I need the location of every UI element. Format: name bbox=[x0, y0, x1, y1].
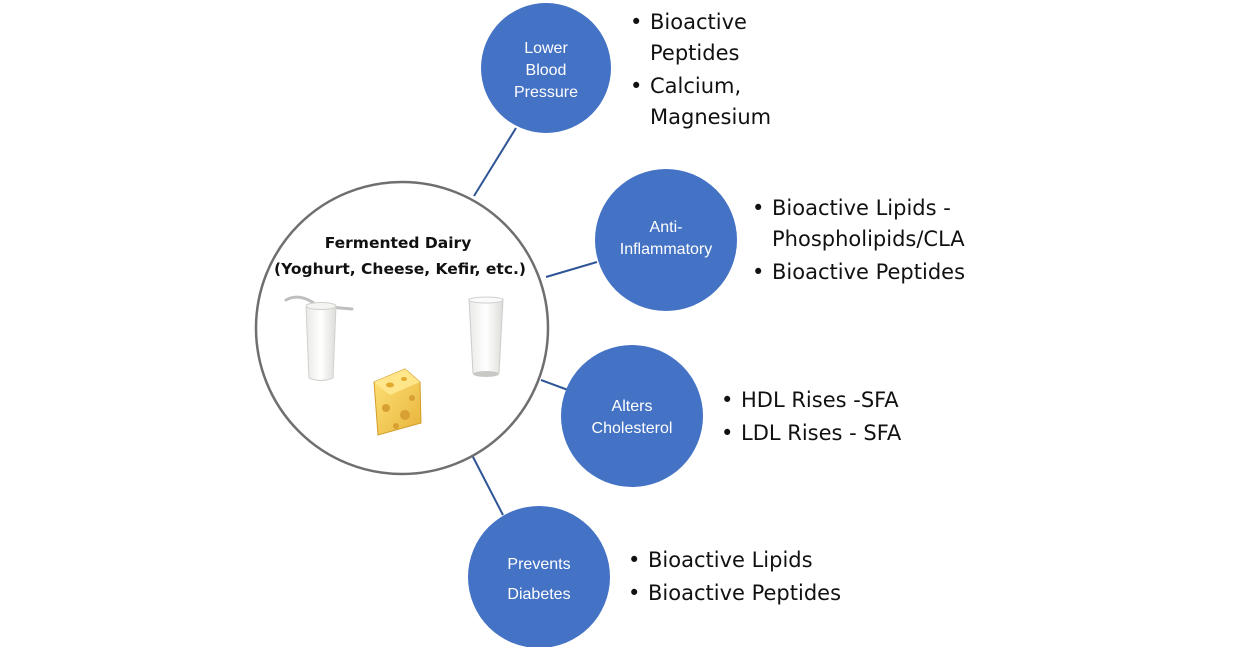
list-item: • Bioactive Lipids - Phospholipids/CLA bbox=[752, 193, 992, 255]
bullet-symbol: • bbox=[721, 388, 734, 412]
node-anti-inflammatory bbox=[595, 169, 737, 311]
bullet-text: Bioactive Peptides bbox=[650, 10, 747, 65]
bullet-list-cholesterol: • HDL Rises -SFA • LDL Rises - SFA bbox=[721, 385, 961, 451]
list-item: • Bioactive Peptides bbox=[752, 257, 992, 288]
bullet-symbol: • bbox=[630, 74, 643, 98]
bullet-text: LDL Rises - SFA bbox=[741, 421, 902, 445]
connector-anti-inflammatory bbox=[545, 261, 598, 278]
bullet-list-anti-inflammatory: • Bioactive Lipids - Phospholipids/CLA •… bbox=[752, 193, 992, 290]
node-label-blood-pressure-1: Lower bbox=[524, 40, 568, 57]
node-label-cholesterol-2: Cholesterol bbox=[592, 420, 673, 437]
bullet-list-blood-pressure: • Bioactive Peptides • Calcium, Magnesiu… bbox=[630, 7, 800, 135]
bullet-list-diabetes: • Bioactive Lipids • Bioactive Peptides bbox=[628, 545, 888, 611]
list-item: • Bioactive Peptides bbox=[630, 7, 800, 69]
bullet-text: Bioactive Peptides bbox=[648, 581, 842, 605]
center-node-fermented-dairy bbox=[254, 180, 550, 476]
bullet-text: HDL Rises -SFA bbox=[741, 388, 899, 412]
bullet-text: Calcium, Magnesium bbox=[650, 74, 772, 129]
list-item: • Calcium, Magnesium bbox=[630, 71, 800, 133]
connector-blood-pressure bbox=[473, 127, 517, 197]
list-item: • HDL Rises -SFA bbox=[721, 385, 961, 416]
node-lower-blood-pressure bbox=[481, 3, 611, 133]
bullet-symbol: • bbox=[752, 196, 765, 220]
bullet-symbol: • bbox=[752, 260, 765, 284]
list-item: • LDL Rises - SFA bbox=[721, 418, 961, 449]
list-item: • Bioactive Lipids bbox=[628, 545, 888, 576]
bullet-text: Bioactive Peptides bbox=[772, 260, 966, 284]
center-title-line2: (Yoghurt, Cheese, Kefir, etc.) bbox=[274, 260, 526, 278]
bullet-symbol: • bbox=[628, 548, 641, 572]
node-label-anti-inflammatory-2: Inflammatory bbox=[620, 241, 712, 258]
node-label-blood-pressure-3: Pressure bbox=[514, 84, 578, 101]
bullet-symbol: • bbox=[630, 10, 643, 34]
node-label-cholesterol-1: Alters bbox=[612, 398, 653, 415]
node-label-diabetes-1: Prevents bbox=[507, 556, 570, 573]
bullet-symbol: • bbox=[628, 581, 641, 605]
bullet-text: Bioactive Lipids bbox=[648, 548, 813, 572]
connector-cholesterol bbox=[540, 379, 569, 391]
node-alters-cholesterol bbox=[561, 345, 703, 487]
node-label-blood-pressure-2: Blood bbox=[526, 62, 567, 79]
node-label-diabetes-2: Diabetes bbox=[507, 586, 570, 603]
bullet-symbol: • bbox=[721, 421, 734, 445]
connector-diabetes bbox=[471, 454, 504, 516]
node-label-anti-inflammatory-1: Anti- bbox=[650, 219, 683, 236]
node-prevents-diabetes bbox=[468, 506, 610, 647]
list-item: • Bioactive Peptides bbox=[628, 578, 888, 609]
bullet-text: Bioactive Lipids - Phospholipids/CLA bbox=[772, 196, 965, 251]
center-title-line1: Fermented Dairy bbox=[325, 234, 472, 252]
